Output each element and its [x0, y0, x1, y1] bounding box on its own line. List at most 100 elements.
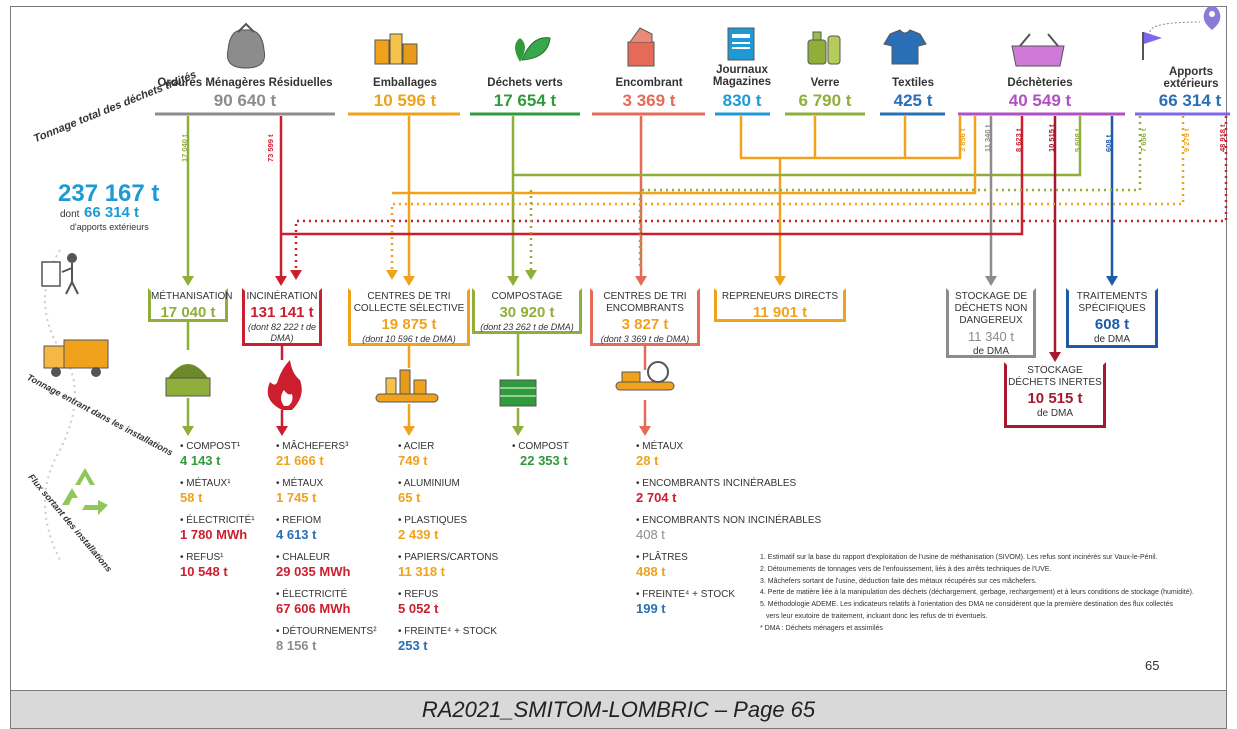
person-bin-icon — [41, 253, 79, 295]
total-ext-label: d'apports extérieurs — [70, 222, 149, 232]
newspaper-icon — [727, 27, 755, 61]
footnote: 5. Méthodologie ADEME. Les indicateurs r… — [760, 601, 1174, 609]
category-emballages-name: Emballages — [373, 77, 437, 89]
facility-name: Méthanisation — [151, 291, 233, 302]
category-encombrant-value: 3 369 t — [622, 91, 676, 110]
output-label: • MÉTAUX — [276, 478, 324, 489]
output-label: • REFUS¹ — [180, 552, 224, 563]
facility-traitements: Traitements spécifiques 608 t de DMA — [1066, 288, 1158, 348]
output-value: 4 613 t — [276, 527, 317, 542]
facility-sub: (dont 23 262 t de DMA) — [480, 322, 574, 332]
facility-name: Traitements spécifiques — [1076, 291, 1148, 314]
facility-tri-collecte: Centres de tri collecte sélective 19 875… — [348, 288, 470, 346]
flow-label: 17 040 t — [180, 134, 189, 162]
page-footer: RA2021_SMITOM-LOMBRIC – Page 65 — [10, 691, 1227, 729]
output-value: 199 t — [636, 601, 666, 616]
output-label: • ENCOMBRANTS INCINÉRABLES — [636, 478, 797, 489]
total-dont: dont — [60, 209, 80, 220]
facility-name: Centres de tri collecte sélective — [353, 291, 465, 314]
flow-label: 3 856 t — [958, 128, 967, 152]
category-decheteries-name: Déchèteries — [1007, 77, 1073, 89]
output-label: • FREINTE⁴ + STOCK — [398, 626, 498, 637]
category-journaux-value: 830 t — [722, 91, 762, 110]
facility-name: Incinération — [246, 291, 318, 302]
output-value: 1 780 MWh — [180, 527, 248, 542]
category-apports-value: 66 314 t — [1158, 91, 1222, 110]
output-value: 5 052 t — [398, 601, 439, 616]
truck-icon — [43, 339, 109, 377]
facility-sub: de DMA — [1036, 408, 1074, 419]
facility-name: Repreneurs directs — [721, 291, 839, 302]
facility-tri-encombrants: Centres de tri encombrants 3 827 t (dont… — [590, 288, 700, 346]
flow-label: 7 656 t — [1139, 128, 1148, 152]
flow-label: 5 608 t — [1073, 128, 1082, 152]
output-label: • FREINTE⁴ + STOCK — [636, 589, 736, 600]
trash-bag-icon — [226, 22, 266, 69]
flow-label: 73 599 t — [266, 134, 275, 162]
category-apports-name: Apports extérieurs — [1163, 66, 1219, 90]
footnotes: 1. Estimatif sur la base du rapport d'ex… — [760, 552, 1237, 635]
facility-value: 3 827 t — [621, 316, 669, 333]
facility-value: 19 875 t — [381, 316, 437, 333]
output-label: • PLÂTRES — [636, 552, 688, 563]
footnote: vers leur exutoire de traitement, inclua… — [766, 612, 988, 620]
category-decheteries-value: 40 549 t — [1008, 91, 1072, 110]
output-value: 10 548 t — [180, 564, 228, 579]
output-label: • MÂCHEFERS³ — [276, 441, 349, 452]
output-label: • ÉLECTRICITÉ¹ — [180, 515, 255, 526]
bottle-icon — [807, 31, 841, 65]
flow-label: 11 340 t — [983, 124, 992, 152]
footnote: 1. Estimatif sur la base du rapport d'ex… — [760, 554, 1158, 561]
facility-name: Stockage déchets inertes — [1008, 365, 1102, 388]
flow-label: 9 279 t — [1182, 128, 1191, 152]
page-frame — [10, 6, 1227, 691]
category-verre-value: 6 790 t — [798, 91, 852, 110]
footnote: 3. Mâchefers sortant de l'usine, déducti… — [760, 577, 1037, 585]
output-label: • PAPIERS/CARTONS — [398, 552, 499, 563]
category-textiles-value: 425 t — [893, 91, 933, 110]
basket-icon — [1011, 33, 1065, 67]
output-label: • REFUS — [398, 589, 439, 600]
output-label: • ACIER — [398, 441, 435, 452]
category-omr-name: Ordures Ménagères Résiduelles — [157, 77, 333, 89]
output-label: • MÉTAUX¹ — [180, 478, 231, 489]
facility-value: 131 141 t — [250, 304, 314, 321]
output-value: 1 745 t — [276, 490, 317, 505]
category-dechets-verts-name: Déchets verts — [487, 77, 563, 89]
output-label: • REFIOM — [276, 515, 322, 526]
facility-sub: (dont 10 596 t de DMA) — [362, 334, 456, 344]
facility-stockage-nd: Stockage de déchets non dangereux 11 340… — [946, 288, 1036, 358]
output-value: 8 156 t — [276, 638, 317, 653]
output-value: 11 318 t — [398, 564, 445, 579]
output-value: 28 t — [636, 453, 659, 468]
fire-icon — [267, 360, 302, 410]
facility-sub: de DMA — [972, 346, 1010, 357]
total-ext-value: 66 314 t — [84, 204, 140, 221]
facility-compostage: Compostage 30 920 t (dont 23 262 t de DM… — [472, 288, 582, 334]
flow-repreneurs-bus — [739, 116, 962, 160]
output-value: 29 035 MWh — [276, 564, 351, 579]
output-value: 22 353 t — [520, 453, 568, 468]
facility-incineration: Incinération 131 141 t (dont 82 222 t de… — [242, 288, 322, 346]
facility-name: Compostage — [491, 291, 563, 302]
sorting-conveyor-icon — [375, 369, 439, 403]
facility-name: Stockage de déchets non dangereux — [954, 291, 1028, 326]
output-value: 408 t — [636, 527, 665, 542]
category-journaux-name: Journaux Magazines — [712, 64, 772, 88]
output-label: • CHALEUR — [276, 552, 331, 563]
flow-decheteries-compost — [513, 116, 1082, 177]
flow-label: 608 t — [1104, 134, 1113, 152]
total-value: 237 167 t — [58, 180, 160, 207]
flow-ext-compost — [638, 116, 1142, 270]
footnote: * DMA : Déchets ménagers et assimilés — [760, 624, 883, 632]
facility-value: 11 901 t — [752, 304, 808, 321]
location-pin-icon — [1149, 6, 1221, 33]
flow-label: 8 623 t — [1014, 128, 1023, 152]
facility-value: 608 t — [1094, 316, 1130, 333]
shredder-icon — [615, 361, 675, 391]
